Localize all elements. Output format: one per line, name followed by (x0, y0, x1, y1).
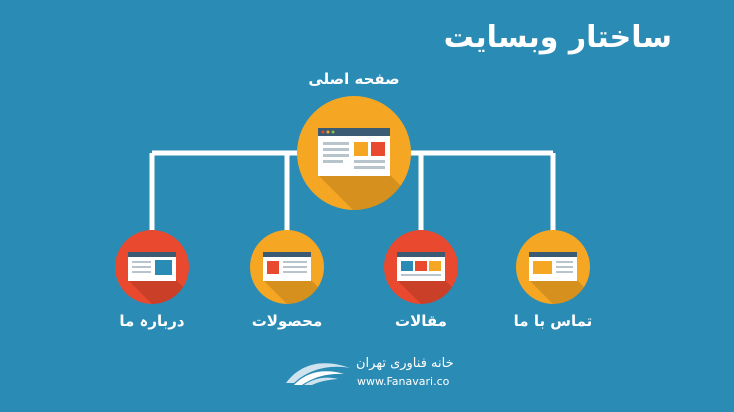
brand-url: www.Fanavari.co (357, 375, 450, 388)
child-label-contact: تماس با ما (513, 312, 593, 330)
child-node-contact (516, 230, 590, 304)
child-node-about (115, 230, 189, 304)
brand-name: خانه فناوری تهران (356, 356, 454, 371)
diagram-title: ساختار وبسایت (443, 20, 672, 55)
browser-window-icon (529, 252, 577, 281)
child-node-products (250, 230, 324, 304)
root-node (297, 96, 411, 210)
root-label: صفحه اصلی (308, 70, 400, 88)
child-node-articles (384, 230, 458, 304)
brand-logo-icon (286, 363, 350, 385)
child-label-about: دربارہ ما (119, 312, 185, 330)
browser-window-icon (128, 252, 176, 281)
child-label-articles: مقالات (395, 312, 447, 330)
browser-window-icon (263, 252, 311, 281)
connector-lines (149, 150, 556, 232)
browser-window-icon (397, 252, 445, 281)
child-label-products: محصولات (251, 312, 323, 330)
browser-window-icon (318, 128, 390, 176)
